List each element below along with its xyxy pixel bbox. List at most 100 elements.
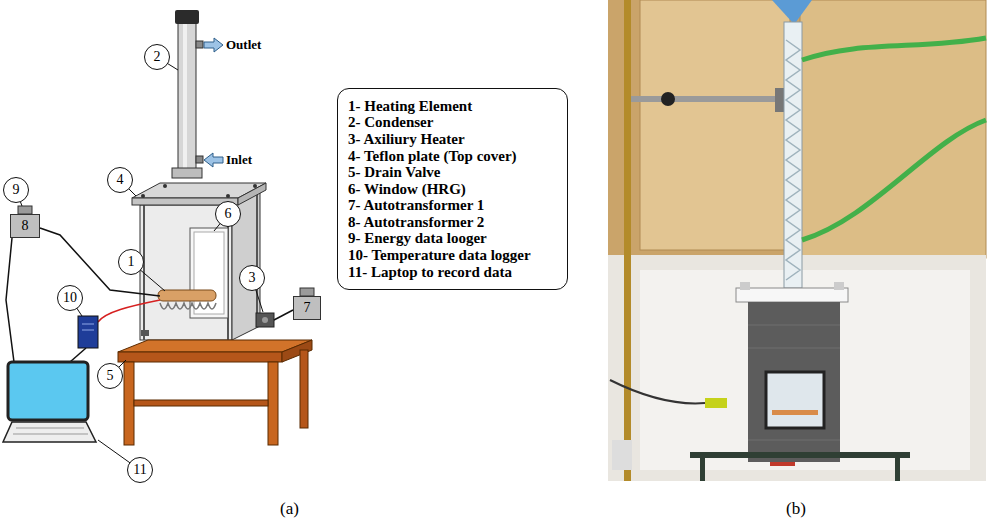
- condenser: [196, 156, 203, 163]
- photo: [631, 96, 781, 102]
- condenser: [175, 10, 199, 24]
- laptop: [3, 362, 96, 442]
- temperature-logger: [82, 330, 94, 331]
- photo: [802, 38, 986, 60]
- photo: [895, 458, 900, 481]
- laptop: [13, 434, 88, 435]
- photo: [766, 372, 824, 428]
- leader-line: [16, 57, 263, 470]
- port-label: Inlet: [226, 153, 252, 167]
- laptop: [16, 428, 84, 429]
- photo: [800, 0, 986, 258]
- callout-number: 5: [107, 369, 114, 383]
- photo: [748, 302, 840, 462]
- key-entry: 8- Autotransformer 2: [348, 214, 557, 231]
- callout-circle: 11: [127, 457, 153, 483]
- flow-arrow: [204, 38, 223, 167]
- photo: [700, 458, 705, 481]
- laptop: [3, 422, 96, 442]
- laptop: [8, 362, 88, 420]
- photo: [640, 270, 970, 470]
- photo: [608, 255, 986, 481]
- callout-circle: 10: [57, 285, 83, 311]
- wire: [274, 310, 293, 320]
- key-entry: 1- Heating Element: [348, 98, 557, 115]
- transformer-knob: [18, 206, 32, 214]
- window: [194, 232, 224, 314]
- callout-circle: 6: [215, 201, 241, 227]
- photo: [748, 348, 840, 349]
- photo: [661, 92, 675, 106]
- condenser: [172, 10, 203, 178]
- top-cover: [141, 194, 145, 198]
- key-entry: 10- Temperature data logger: [348, 247, 557, 264]
- temperature-logger: [78, 316, 98, 348]
- key-entry: 5- Drain Valve: [348, 164, 557, 181]
- top-cover: [226, 194, 230, 198]
- callout-number: 4: [117, 173, 124, 187]
- callout-number: 10: [63, 291, 77, 305]
- callout-number: 2: [154, 50, 161, 64]
- table: [124, 362, 134, 445]
- auxiliary-heater: [262, 317, 268, 323]
- vessel: [140, 205, 232, 340]
- key-entry: 11- Laptop to record data: [348, 264, 557, 281]
- heating-element: [160, 303, 216, 309]
- key-entry: 2- Condenser: [348, 114, 557, 131]
- top-cover: [253, 184, 257, 188]
- photo: [772, 0, 812, 22]
- wire: [6, 238, 14, 362]
- callout-number: 11: [133, 463, 146, 477]
- callout-number: 3: [249, 271, 256, 285]
- condenser: [178, 22, 196, 170]
- vessel: [140, 190, 260, 340]
- wire: [70, 348, 86, 362]
- photo: [770, 462, 795, 466]
- callout-circle: 3: [239, 265, 265, 291]
- key-entry: 4- Teflon plate (Top cover): [348, 148, 557, 165]
- heating-element: [158, 290, 216, 301]
- photo: [608, 0, 986, 481]
- condenser: [183, 22, 187, 170]
- top-cover: [238, 183, 266, 205]
- table: [118, 352, 282, 362]
- photo: [802, 120, 986, 240]
- photo: [690, 452, 910, 458]
- flow-arrow: [204, 153, 223, 167]
- callout-circle: 4: [107, 167, 133, 193]
- temperature-logger: [78, 316, 98, 348]
- key-entry: 6- Window (HRG): [348, 181, 557, 198]
- top-cover: [132, 183, 266, 205]
- callout-circle: 2: [144, 44, 170, 70]
- callout-circle: 9: [3, 177, 29, 203]
- top-cover: [163, 184, 167, 188]
- flow-arrow: [204, 38, 223, 52]
- panel-label: (a): [280, 500, 299, 519]
- callout-number: 6: [225, 207, 232, 221]
- photo: [705, 398, 727, 408]
- autotransformer-box: 8: [10, 214, 40, 238]
- table: [300, 350, 308, 428]
- parts-key: 1- Heating Element2- Condenser3- Axiliur…: [337, 88, 568, 290]
- vessel: [256, 192, 258, 327]
- autotransformer-box: 7: [293, 296, 321, 320]
- wire: [98, 300, 160, 322]
- key-entry: 3- Axiliury Heater: [348, 131, 557, 148]
- callout-number: 9: [13, 183, 20, 197]
- callout-number: 8: [22, 219, 29, 233]
- callout-number: 7: [304, 301, 311, 315]
- photo: [612, 440, 632, 470]
- condenser: [172, 168, 202, 178]
- transformer-knob: [18, 206, 314, 296]
- photo: [608, 0, 986, 481]
- wire: [6, 228, 293, 362]
- callout-circle: 5: [97, 363, 123, 389]
- photo: [784, 22, 802, 288]
- wire: [40, 228, 160, 296]
- photo: [748, 325, 840, 326]
- photo: [748, 440, 840, 441]
- photo: [640, 0, 790, 250]
- heating-element: [158, 290, 216, 309]
